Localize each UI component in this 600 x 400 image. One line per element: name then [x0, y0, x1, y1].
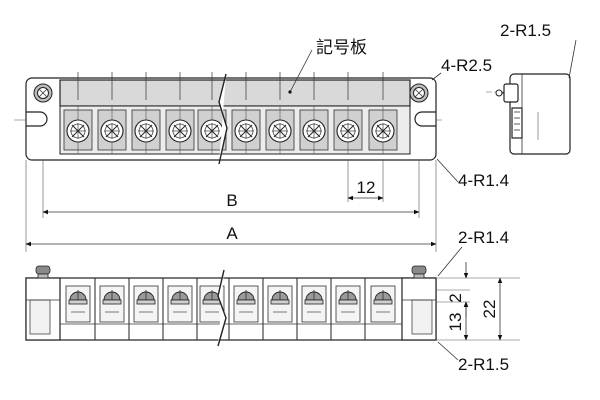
break-line-top — [218, 73, 228, 165]
terminal-cell — [233, 285, 259, 323]
front-body — [25, 277, 437, 341]
corner-screw-left — [33, 83, 53, 103]
detail-view — [486, 73, 571, 155]
dimension-a-label: A — [226, 224, 238, 243]
dimension-2-label: 2 — [446, 293, 465, 302]
terminal-screw — [333, 72, 363, 154]
radius-r14-mid-label: 4-R1.4 — [458, 171, 509, 190]
dimension-pitch-label: 12 — [357, 178, 376, 197]
nameplate-label: 記号板 — [316, 38, 367, 58]
corner-screw-right — [409, 83, 429, 103]
mount-slot-left — [26, 111, 48, 127]
terminal-screw — [131, 72, 161, 154]
front-view — [25, 265, 437, 347]
terminal-screw — [63, 72, 93, 154]
radius-r15-top-label: 2-R1.5 — [500, 21, 551, 40]
terminal-screw — [299, 72, 329, 154]
dimension-13-label: 13 — [446, 313, 465, 332]
terminal-screw — [368, 72, 398, 154]
terminal-screw — [165, 72, 195, 154]
terminal-cell — [370, 285, 396, 323]
terminal-cell — [167, 285, 193, 323]
dimension-b-label: B — [226, 191, 237, 210]
terminal-cell — [65, 285, 91, 323]
radius-r25-label: 4-R2.5 — [441, 56, 492, 75]
terminal-screw — [231, 72, 261, 154]
radius-r14-low-label: 2-R1.4 — [458, 228, 509, 247]
terminal-cell — [99, 285, 125, 323]
terminal-cells-front — [59, 278, 396, 340]
terminal-screw — [265, 72, 295, 154]
terminal-cell — [335, 285, 361, 323]
terminal-cell — [267, 285, 293, 323]
mount-slot-right — [414, 111, 436, 127]
radius-r15-low-label: 2-R1.5 — [458, 355, 509, 374]
nameplate-strip — [59, 79, 411, 107]
terminal-cell — [133, 285, 159, 323]
break-line-front — [217, 269, 227, 347]
dimension-22-label: 22 — [480, 300, 499, 319]
nameplate-leader — [289, 49, 313, 93]
top-view — [14, 72, 445, 165]
terminal-screw — [97, 72, 127, 154]
terminal-cell — [301, 285, 327, 323]
